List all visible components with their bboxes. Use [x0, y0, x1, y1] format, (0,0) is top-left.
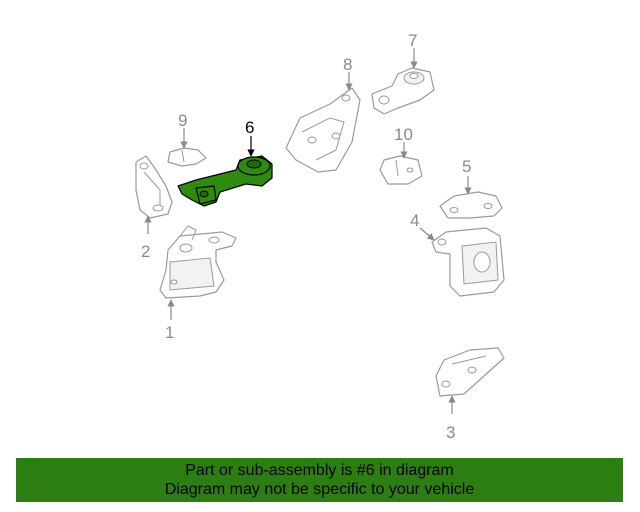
- callout-5[interactable]: 5: [462, 157, 471, 176]
- part-1-engine-mount[interactable]: [159, 225, 237, 299]
- part-4-transmission-mount[interactable]: [431, 227, 505, 297]
- part-7-upper-mount[interactable]: [371, 67, 435, 115]
- callout-7[interactable]: 7: [408, 31, 417, 50]
- callout-9[interactable]: 9: [178, 111, 187, 130]
- callout-8[interactable]: 8: [343, 55, 352, 74]
- part-2-bracket[interactable]: [135, 155, 173, 219]
- part-9-stopper[interactable]: [167, 147, 207, 167]
- disclaimer-line-1: Part or sub-assembly is #6 in diagram: [185, 462, 454, 479]
- callout-3[interactable]: 3: [446, 423, 455, 442]
- part-6-torque-rod[interactable]: [177, 155, 273, 207]
- part-10-bracket[interactable]: [379, 155, 423, 185]
- callout-10[interactable]: 10: [394, 125, 413, 144]
- callout-2[interactable]: 2: [141, 242, 150, 261]
- callout-4[interactable]: 4: [410, 211, 419, 230]
- callout-6[interactable]: 6: [245, 118, 254, 137]
- part-3-bracket[interactable]: [435, 347, 505, 397]
- part-8-bracket[interactable]: [285, 87, 361, 173]
- disclaimer-line-2: Diagram may not be specific to your vehi…: [164, 481, 475, 498]
- callout-1[interactable]: 1: [165, 323, 174, 342]
- part-5-bracket[interactable]: [439, 191, 503, 219]
- disclaimer-banner: Part or sub-assembly is #6 in diagram Di…: [16, 458, 623, 502]
- parts-diagram: 1 2 9 6 8 7: [135, 31, 505, 442]
